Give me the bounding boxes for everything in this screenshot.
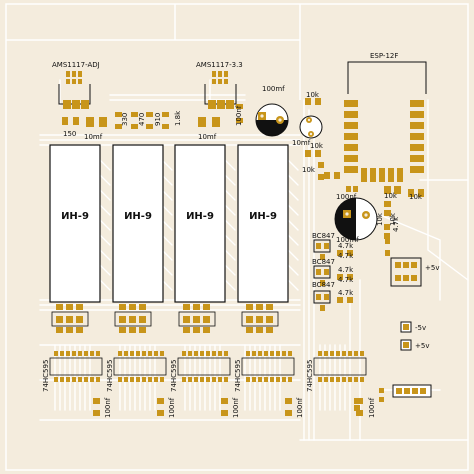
regulator-adj-label: AMS1117-ADJ — [52, 61, 100, 69]
label-r910: 910 — [154, 113, 162, 126]
label-r10k-e: 10k — [384, 192, 398, 200]
label-r4-7k-d: 4.7k — [392, 216, 400, 232]
label-c10mf-b: 10mf — [198, 133, 217, 141]
label-bc3: BC847 — [312, 281, 335, 289]
tube-2 — [112, 144, 164, 303]
label-r10k-c: 10k — [302, 166, 316, 174]
label-r330: 330 — [121, 113, 129, 126]
regulator-3v3-label: AMS1117-3.3 — [196, 61, 243, 69]
esp12f-label: ESP-12F — [370, 52, 398, 60]
label-bc2: BC847 — [312, 258, 335, 266]
terminal-plus5v — [400, 339, 412, 351]
label-r150: 150 — [63, 130, 76, 138]
capacitor-100mf-top — [255, 103, 289, 137]
transistor-bc847-3 — [313, 290, 331, 311]
esp12f-module — [344, 61, 427, 182]
label-r1-8k: 1.8k — [174, 110, 182, 126]
label-plus5v-a: +5v — [425, 264, 439, 272]
res-4-7k-pads — [337, 238, 390, 303]
label-c100nf-1: 100nf — [104, 397, 112, 418]
terminal-minus5v — [400, 321, 412, 333]
label-c100nf-4: 100nf — [296, 397, 304, 418]
board-outline — [5, 3, 469, 471]
tube-4 — [237, 144, 289, 303]
label-plus5v-b: +5v — [415, 342, 429, 350]
regulator-adj — [58, 71, 91, 109]
passive-cluster-esp-left — [305, 98, 340, 180]
header-1x4 — [392, 384, 432, 398]
esp-right-passives — [384, 186, 424, 216]
label-c10mf-c: 10mf — [292, 139, 311, 147]
label-r10k-b: 10k — [310, 142, 324, 150]
label-sr5: 74HC595 — [306, 360, 314, 392]
label-c100mf-mid: 100mf — [336, 236, 359, 244]
shift-register-2 — [113, 351, 167, 382]
shift-register-1 — [49, 351, 103, 382]
shift-register-4 — [241, 351, 295, 382]
mid-right-passives — [346, 186, 358, 192]
transistor-bc847-1 — [313, 239, 331, 260]
capacitor-100mf-mid — [334, 197, 378, 241]
label-c10mf-a: 10mf — [84, 133, 103, 141]
top-passives — [62, 104, 243, 129]
label-r10k-f: 10k — [376, 212, 384, 226]
regulator-3v3 — [204, 71, 237, 109]
label-sr2: 74HC595 — [106, 360, 114, 392]
label-r10k-a: 10k — [306, 91, 320, 99]
shift-register-3 — [177, 351, 231, 382]
shift-register-5 — [313, 351, 367, 382]
label-c100nf-3: 100nf — [232, 397, 240, 418]
label-r10k-g: 10k — [389, 212, 397, 226]
label-c100mf-top: 100mf — [262, 85, 285, 93]
label-r4-7k-c: 4.7k — [338, 289, 354, 297]
label-r10k-d: 10k — [409, 193, 423, 201]
label-r470: 470 — [138, 113, 146, 126]
vertical-resistor-pads — [384, 224, 390, 239]
label-r4-7k-e: 4.7k — [338, 252, 354, 260]
tube-3 — [174, 144, 226, 303]
esp12f-pads — [344, 100, 424, 182]
label-sr4: 74HC595 — [234, 360, 242, 392]
tube-driver-block-3 — [183, 304, 210, 333]
label-bc1: BC847 — [312, 232, 335, 240]
power-header-2x3 — [390, 257, 422, 287]
tube-3-label: ИН-9 — [186, 211, 214, 222]
label-r4-7k-f: 4.7k — [338, 276, 354, 284]
tube-driver-block-4 — [246, 304, 273, 333]
label-c100nf-mid: 100nf — [336, 193, 357, 201]
tube-4-label: ИН-9 — [249, 211, 277, 222]
tube-driver-block-2 — [119, 304, 146, 333]
label-c100nf-top: 100nf — [235, 105, 243, 126]
tube-1-label: ИН-9 — [61, 211, 89, 222]
transistor-bc847-2 — [313, 265, 331, 286]
tube-2-label: ИН-9 — [124, 211, 152, 222]
label-sr1: 74HC595 — [42, 360, 50, 392]
label-r4-7k-a: 4.7k — [338, 242, 354, 250]
tube-driver-outlines — [51, 311, 279, 327]
label-r4-7k-b: 4.7k — [338, 266, 354, 274]
label-minus5v: -5v — [415, 324, 426, 332]
tube-driver-block-1 — [56, 304, 83, 333]
label-c100nf-2: 100nf — [168, 397, 176, 418]
label-sr3: 74HC595 — [170, 360, 178, 392]
capacitor-10mf-round — [299, 115, 323, 139]
label-c100nf-5: 100nf — [368, 397, 376, 418]
decoupling-cap-pads — [93, 398, 363, 416]
tube-1 — [49, 144, 101, 303]
